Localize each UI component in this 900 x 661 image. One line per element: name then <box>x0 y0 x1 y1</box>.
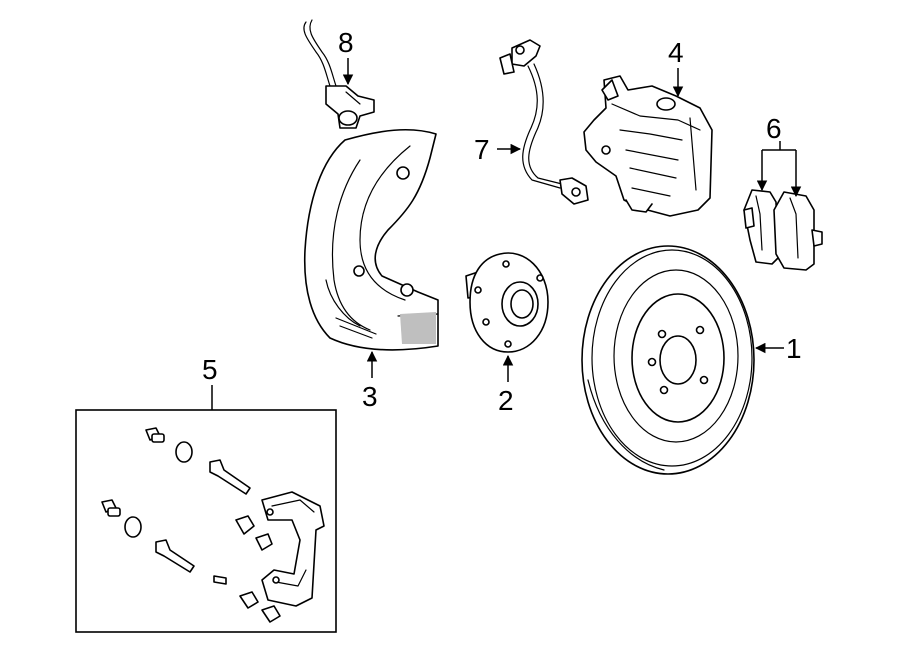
callout-7: 7 <box>474 134 490 165</box>
callout-5: 5 <box>202 354 218 385</box>
brake-pads-part <box>743 189 823 271</box>
caliper-part <box>583 75 713 217</box>
wheel-hub-part <box>465 252 549 353</box>
leader-lines <box>211 58 802 410</box>
callout-6: 6 <box>766 113 782 144</box>
brake-rotor-part <box>581 245 755 475</box>
callout-8: 8 <box>338 27 354 58</box>
callout-3: 3 <box>362 381 378 412</box>
brake-hose-part <box>499 39 589 205</box>
callout-4: 4 <box>668 37 684 68</box>
callout-2: 2 <box>498 385 514 416</box>
caliper-kit-box <box>75 409 337 633</box>
callout-1: 1 <box>786 333 802 364</box>
abs-sensor-part <box>303 19 375 129</box>
splash-shield-part <box>303 128 439 351</box>
callout-labels: 8 4 6 7 1 5 3 2 <box>202 27 802 416</box>
